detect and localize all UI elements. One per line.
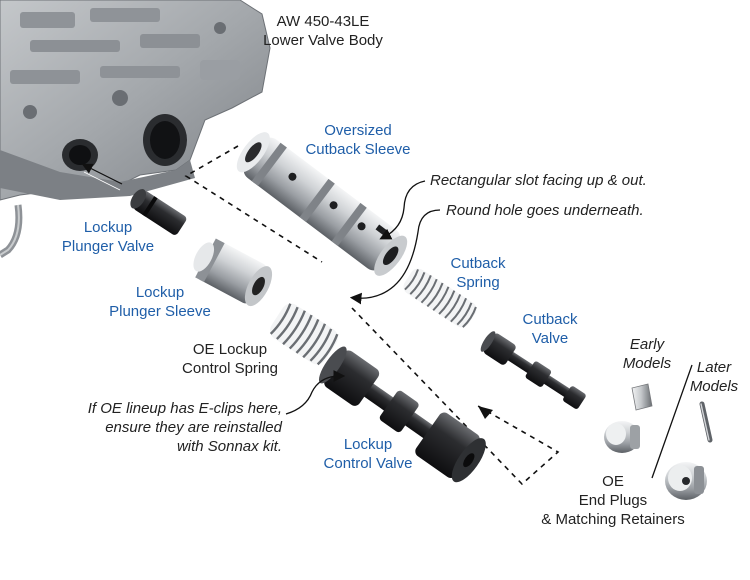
label-line: Control Valve [323,455,413,472]
label-line: Lockup [135,284,185,301]
label-line: Cutback [522,311,578,328]
note-line: If OE lineup has E-clips here, [87,400,282,417]
assembly-bracket-arrow [478,406,493,419]
note-line: with Sonnax kit. [176,438,282,455]
title-line-2: Lower Valve Body [263,32,383,49]
label-lockup-control-valve: Lockup Control Valve [306,435,430,473]
lockup-plunger-sleeve-part [193,238,273,307]
label-line: OE [602,473,624,490]
cutback-spring-part [403,268,477,328]
lockup-control-valve-part [318,346,486,483]
label-line: Spring [456,274,500,291]
diagram-title: AW 450-43LE Lower Valve Body [248,12,398,50]
label-line: OE Lockup [192,341,268,358]
label-line: Valve [531,330,569,347]
later-model-retainer-pin-part [699,401,713,443]
label-cutback-spring: Cutback Spring [438,254,518,292]
label-lockup-plunger-valve: Lockup Plunger Valve [48,218,168,256]
early-model-end-plug-part [604,421,640,453]
oe-lockup-control-spring-part [269,303,339,366]
label-line: Cutback [450,255,506,272]
cutback-valve-part [480,331,586,409]
label-oe-end-plugs: OE End Plugs & Matching Retainers [528,472,698,529]
note-rectangular-slot: Rectangular slot facing up & out. [430,172,647,189]
note-round-hole: Round hole goes underneath. [446,202,644,219]
lockup-plunger-valve-part [130,189,187,235]
bore-arrow [81,163,123,191]
label-lockup-plunger-sleeve: Lockup Plunger Sleeve [100,283,220,321]
label-line: Models [622,355,672,372]
assembly-bracket [184,145,560,486]
label-line: Plunger Valve [61,238,155,255]
label-oe-lockup-control-spring: OE Lockup Control Spring [170,340,290,378]
early-model-retainer-part [631,383,653,411]
label-early-models: Early Models [612,335,682,373]
label-line: Later [696,359,732,376]
label-line: Oversized [324,122,392,139]
label-later-models: Later Models [680,358,748,396]
callout-leaders [285,180,441,415]
label-cutback-valve: Cutback Valve [510,310,590,348]
model-separator-line [651,364,693,479]
label-line: Plunger Sleeve [109,303,211,320]
label-line: Models [689,378,739,395]
label-line: Lockup [83,219,133,236]
label-line: Lockup [343,436,393,453]
lower-valve-body [0,0,271,258]
note-line: ensure they are reinstalled [105,419,282,436]
label-line: End Plugs [578,492,648,509]
label-line: & Matching Retainers [541,511,685,528]
later-model-end-plug-part [665,462,707,500]
label-line: Control Spring [182,360,278,377]
note-eclips: If OE lineup has E-clips here, ensure th… [20,399,282,456]
oversized-cutback-sleeve-part [236,132,408,276]
label-line: Cutback Sleeve [305,141,411,158]
label-oversized-cutback-sleeve: Oversized Cutback Sleeve [288,121,428,159]
title-line-1: AW 450-43LE [276,13,370,30]
label-line: Early [629,336,665,353]
